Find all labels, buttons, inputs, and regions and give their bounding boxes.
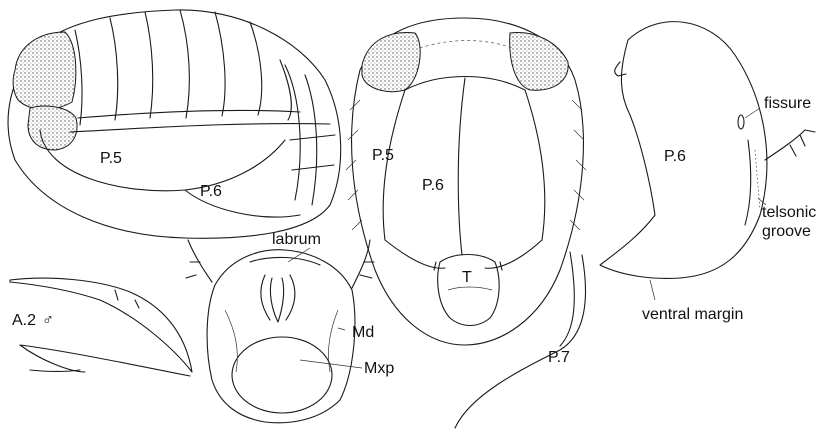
p6-pleopod-view: P.6 fissure telsonic groove ventral marg… xyxy=(600,22,816,323)
rear-segment xyxy=(292,165,334,170)
segment-line xyxy=(145,12,153,118)
segment-line xyxy=(250,22,262,115)
telsonic-groove-line xyxy=(745,140,751,225)
label-telsonic: telsonic xyxy=(762,204,816,221)
label-ventral-margin: ventral margin xyxy=(642,306,743,323)
label-labrum: labrum xyxy=(272,231,321,248)
rear-segment xyxy=(290,135,335,140)
head-outline xyxy=(207,250,355,423)
label-a2: A.2 xyxy=(12,312,36,329)
p7-outline xyxy=(455,255,586,428)
labrum-outline xyxy=(250,257,320,265)
telson-line xyxy=(448,287,492,290)
groove-dots xyxy=(755,150,760,210)
label-mxp: Mxp xyxy=(364,360,394,377)
p5-plate-edge-right xyxy=(525,90,545,240)
segment-line xyxy=(110,18,118,120)
lateral-view: P.5 P.6 xyxy=(8,10,341,238)
label-groove: groove xyxy=(762,223,811,240)
rear-segment xyxy=(305,75,317,205)
plate-lower-right xyxy=(485,240,542,268)
label-p6-ventral: P.6 xyxy=(422,177,444,194)
p5-plate-outline xyxy=(40,130,285,191)
ventral-eye-right xyxy=(510,33,569,91)
label-p5-lateral: P.5 xyxy=(100,150,122,167)
maxilliped xyxy=(232,337,332,413)
label-p6-pleopod: P.6 xyxy=(664,148,686,165)
ventral-margin-leader xyxy=(650,280,655,300)
a2-segment-marks xyxy=(115,290,139,308)
rear-segment xyxy=(285,65,300,200)
mandible-inner xyxy=(261,275,295,320)
lateral-eye-upper xyxy=(13,32,76,109)
head-dashed-line xyxy=(420,41,512,49)
p7-view: P.7 xyxy=(455,252,586,428)
ventral-eye-left xyxy=(362,32,420,91)
labrum-lobes xyxy=(270,278,283,322)
fissure-mark xyxy=(738,115,744,129)
telson xyxy=(438,255,499,326)
p7-inner xyxy=(560,252,574,346)
ventral-view: P.5 P.6 T xyxy=(346,18,586,345)
side-segments-right xyxy=(570,100,586,230)
a2-antenna-upper xyxy=(10,278,192,372)
body-band xyxy=(70,124,330,132)
label-t: T xyxy=(462,269,472,286)
side-segments-left xyxy=(346,100,362,230)
male-symbol: ♂ xyxy=(42,312,54,329)
label-fissure: fissure xyxy=(764,95,811,112)
label-p7: P.7 xyxy=(548,349,570,366)
md-leader xyxy=(338,328,345,330)
antenna-left xyxy=(186,240,212,282)
label-p5-ventral: P.5 xyxy=(372,147,394,164)
p6-notch xyxy=(615,62,626,76)
label-md: Md xyxy=(352,324,374,341)
fissure-leader xyxy=(745,108,760,118)
antenna-a2: A.2 ♂ xyxy=(10,278,192,376)
antenna-right xyxy=(352,240,374,288)
label-p6-lateral: P.6 xyxy=(200,183,222,200)
p5-plate-edge-left xyxy=(383,90,405,240)
lateral-eye-lower xyxy=(28,106,77,150)
segment-line xyxy=(180,10,189,118)
a2-antenna-lower xyxy=(20,345,190,376)
midline xyxy=(458,78,465,255)
head-view: labrum Md Mxp xyxy=(186,231,394,423)
segment-line xyxy=(215,12,225,116)
body-band xyxy=(78,110,300,118)
appendage-spine xyxy=(765,130,815,160)
